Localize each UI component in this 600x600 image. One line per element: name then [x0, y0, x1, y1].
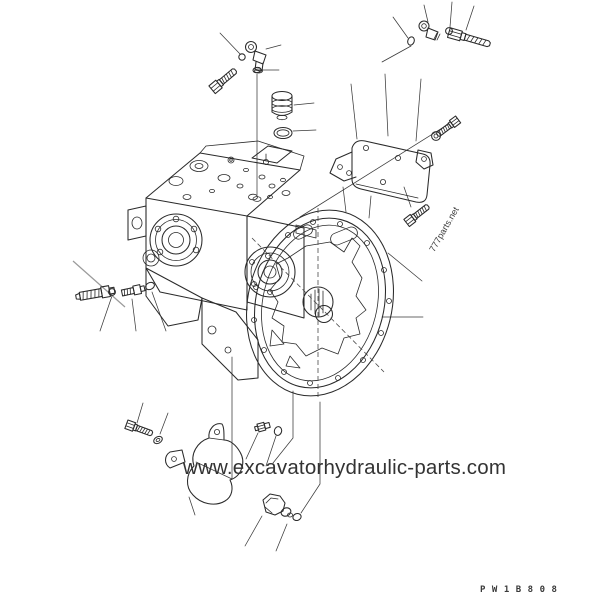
gray-scratch-line	[73, 261, 125, 307]
site-watermark: www.excavatorhydraulic-parts.com	[183, 456, 507, 479]
o-ring-port	[253, 67, 262, 73]
o-ring-bottom	[292, 512, 302, 521]
elbow-fitting-top-right	[419, 21, 440, 40]
flange-bolt-holes	[252, 220, 392, 386]
mounting-flange	[227, 194, 412, 411]
pump-body	[128, 141, 316, 380]
washer-bottom-left	[152, 435, 163, 445]
o-ring-left-2	[144, 281, 155, 291]
long-bolt-top-right	[446, 26, 493, 50]
hex-plug-bottom	[263, 494, 293, 518]
o-ring-mid	[273, 426, 282, 436]
front-port-boss	[245, 247, 295, 297]
bolt-fitting-top-left	[208, 65, 240, 95]
hex-bolt-below-bracket	[403, 202, 432, 228]
o-ring-top-left	[239, 54, 245, 60]
centerline-diagonal	[252, 238, 384, 372]
plug-fitting-mid	[254, 421, 271, 433]
o-ring-plug	[274, 128, 292, 139]
drawing-code: PW1B808	[480, 585, 564, 595]
top-face-ports	[169, 154, 290, 201]
leader-lines	[73, 2, 474, 551]
sensor-fitting-left	[121, 284, 145, 298]
hex-bolt-bracket	[434, 115, 462, 139]
hex-bolt-bottom-left	[124, 419, 155, 439]
cover-bracket	[166, 424, 243, 504]
threaded-fitting-left	[75, 285, 115, 303]
rear-port-boss	[150, 214, 202, 266]
o-ring-left-1	[109, 289, 116, 296]
o-ring-small-top-right	[407, 36, 416, 46]
plug-valve	[272, 92, 292, 120]
elbow-fitting-top-left	[246, 42, 267, 74]
bracket-plate	[330, 141, 433, 203]
